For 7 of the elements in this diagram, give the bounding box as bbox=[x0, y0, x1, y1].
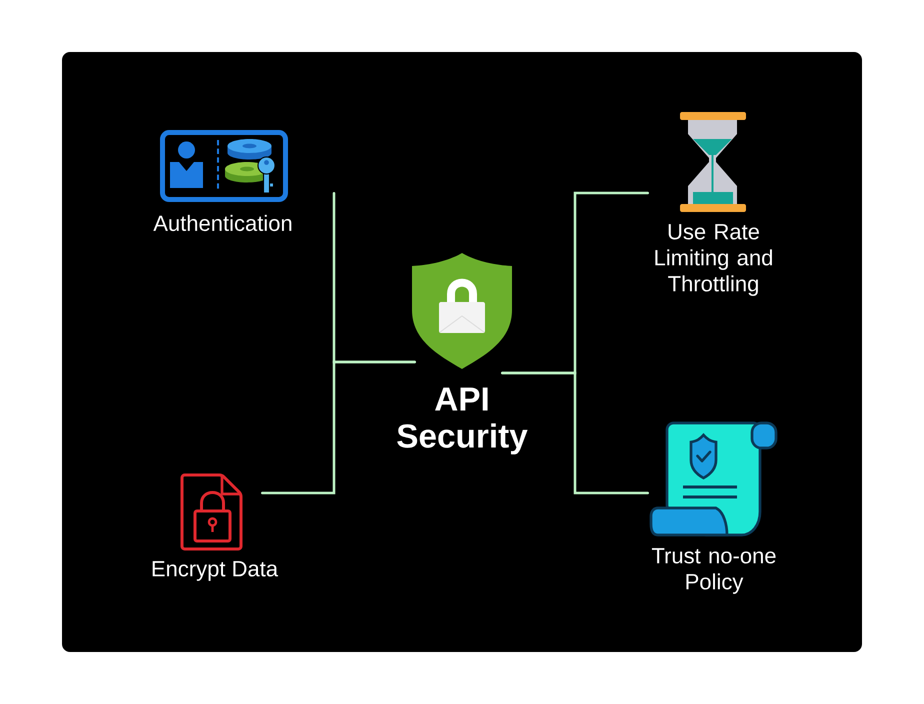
node-label: Trust no-one Policy bbox=[652, 548, 776, 594]
node-label: Use Rate Limiting and Throttling bbox=[655, 224, 772, 296]
node-label: API Security bbox=[397, 388, 528, 454]
connector-line bbox=[501, 372, 649, 494]
node-label: Authentication bbox=[153, 214, 292, 232]
connector-line bbox=[261, 360, 416, 494]
node-label: Encrypt Data bbox=[152, 561, 278, 581]
